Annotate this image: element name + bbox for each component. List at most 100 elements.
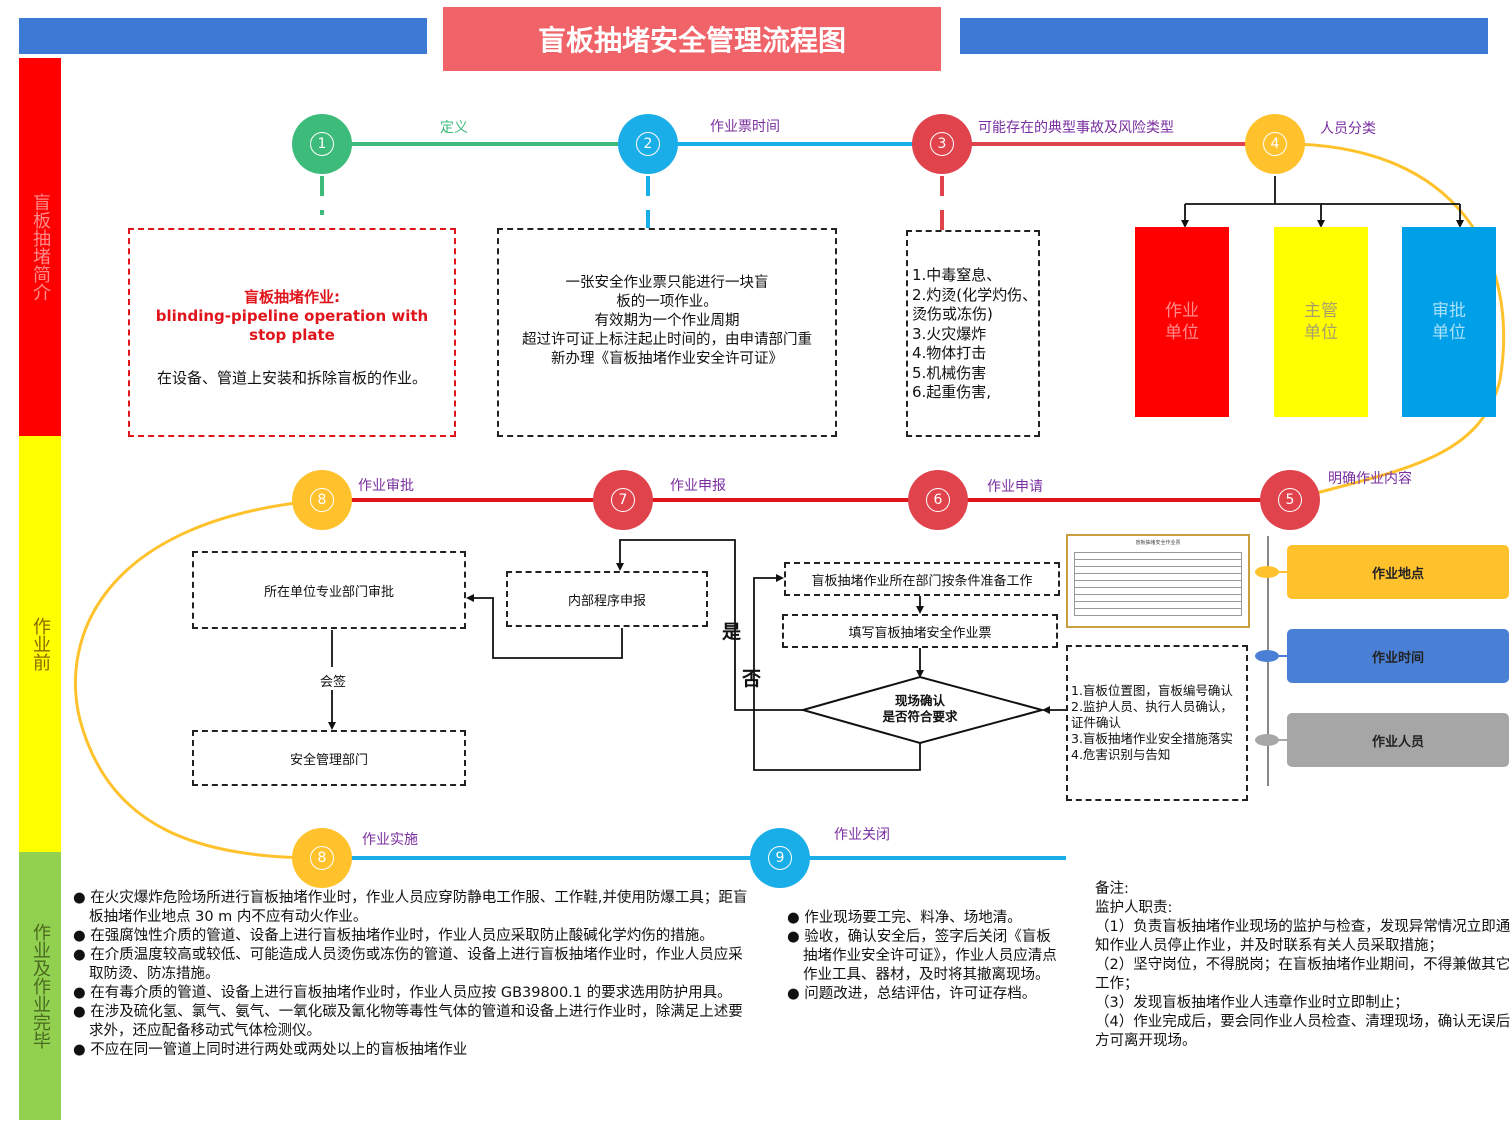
step-2-circle: 2: [618, 114, 678, 174]
checklist-item-1: 1.盲板位置图，盲板编号确认: [1071, 683, 1233, 698]
internal-declare-box: 内部程序申报: [506, 571, 708, 627]
step-9-circle: 9: [750, 828, 810, 888]
implementation-item: 在介质温度较高或较低、可能造成人员烫伤或冻伤的管道、设备上进行盲板抽堵作业时，作…: [73, 946, 753, 984]
implementation-item: 在涉及硫化氢、氯气、氨气、一氧化碳及氰化物等毒性气体的管道和设备上进行作业时，除…: [73, 1003, 753, 1041]
notes-block: 备注: 监护人职责: （1）负责盲板抽堵作业现场的监护与检查，发现异常情况立即通…: [1095, 880, 1512, 1051]
work-time-pill: 作业时间: [1287, 629, 1509, 683]
step-8-implement-circle: 8: [292, 828, 352, 888]
safety-dept-box: 安全管理部门: [192, 730, 466, 786]
implementation-item: 不应在同一管道上同时进行两处或两处以上的盲板抽堵作业: [73, 1041, 753, 1060]
header-bar-right: [960, 18, 1488, 54]
unit-approval-box: 所在单位专业部门审批: [192, 551, 466, 629]
step-2-number: 2: [636, 132, 660, 156]
step-5-number: 5: [1278, 488, 1302, 512]
notes-line-4: （4）作业完成后，要会同作业人员检查、清理现场，确认无误后方可离开现场。: [1095, 1014, 1511, 1049]
notes-line-1: （1）负责盲板抽堵作业现场的监护与检查，发现异常情况立即通知作业人员停止作业，并…: [1095, 919, 1511, 954]
permit-time-box: 一张安全作业票只能进行一块盲 板的一项作业。 有效期为一个作业周期 超过许可证上…: [497, 228, 837, 437]
risk-2-cont: 烫伤或冻伤): [912, 305, 993, 323]
page-title: 盲板抽堵安全管理流程图: [443, 7, 941, 71]
step-3-label: 可能存在的典型事故及风险类型: [978, 120, 1174, 136]
step-5-label: 明确作业内容: [1328, 471, 1412, 487]
prep-box: 盲板抽堵作业所在部门按条件准备工作: [784, 562, 1060, 596]
confirm-decision: 现场确认 是否符合要求: [840, 693, 1000, 725]
step-3-number: 3: [930, 132, 954, 156]
step-1-number: 1: [310, 132, 334, 156]
step-2-label: 作业票时间: [710, 119, 780, 135]
risk-4: 4.物体打击: [912, 344, 987, 362]
section-intro-label: 盲板抽堵简介: [30, 193, 51, 301]
section-before-work: 作业前: [19, 436, 61, 852]
definition-title-cn: 盲板抽堵作业:: [244, 288, 340, 306]
definition-box: 盲板抽堵作业: blinding-pipeline operation with…: [128, 228, 456, 437]
work-location-pill: 作业地点: [1287, 545, 1509, 599]
work-personnel-pill: 作业人员: [1287, 713, 1509, 767]
personnel-operating-unit: 作业 单位: [1135, 227, 1229, 417]
personnel-approving-unit: 审批 单位: [1402, 227, 1496, 417]
notes-subheading: 监护人职责:: [1095, 900, 1173, 916]
implementation-item: 在火灾爆炸危险场所进行盲板抽堵作业时，作业人员应穿防静电工作服、工作鞋,并使用防…: [73, 889, 753, 927]
step-1-circle: 1: [292, 114, 352, 174]
risks-box: 1.中毒窒息、 2.灼烫(化学灼伤、 烫伤或冻伤) 3.火灾爆炸 4.物体打击 …: [906, 230, 1040, 437]
personnel-supervising-unit: 主管 单位: [1274, 227, 1368, 417]
risk-2: 2.灼烫(化学灼伤、: [912, 285, 1038, 304]
implementation-item: 在有毒介质的管道、设备上进行盲板抽堵作业时，作业人员应按 GB39800.1 的…: [73, 984, 753, 1003]
definition-body: 在设备、管道上安装和拆除盲板的作业。: [156, 369, 427, 387]
step-1-label: 定义: [440, 120, 468, 136]
definition-title-en: blinding-pipeline operation with stop pl…: [155, 307, 429, 344]
notes-line-2: （2）坚守岗位，不得脱岗；在盲板抽堵作业期间，不得兼做其它工作；: [1095, 957, 1511, 992]
step-8-implement-number: 8: [310, 846, 334, 870]
checklist-item-2-cont: 证件确认: [1071, 715, 1122, 730]
risk-5: 5.机械伤害: [912, 363, 987, 382]
step-4-circle: 4: [1245, 114, 1305, 174]
closing-item: 问题改进，总结评估，许可证存档。: [787, 985, 1062, 1004]
checklist-box: 1.盲板位置图，盲板编号确认 2.监护人员、执行人员确认， 证件确认 3.盲板抽…: [1066, 645, 1248, 801]
section-intro: 盲板抽堵简介: [19, 58, 61, 436]
cosign-label: 会签: [320, 675, 347, 690]
permit-form-thumbnail: 盲板抽堵安全作业票: [1066, 534, 1250, 628]
step-6-circle: 6: [908, 470, 968, 530]
section-before-label: 作业前: [30, 617, 51, 671]
step-8-implement-label: 作业实施: [362, 832, 418, 848]
step-6-number: 6: [926, 488, 950, 512]
step-9-number: 9: [768, 846, 792, 870]
implementation-item: 在强腐蚀性介质的管道、设备上进行盲板抽堵作业时，作业人员应采取防止酸碱化学灼伤的…: [73, 927, 753, 946]
notes-line-3: （3）发现盲板抽堵作业人违章作业时立即制止；: [1095, 995, 1409, 1011]
section-during-work: 作业及作业完毕: [19, 852, 61, 1120]
header-bar-left: [19, 18, 427, 54]
confirm-line-1: 现场确认: [894, 693, 945, 708]
risk-3: 3.火灾爆炸: [912, 324, 987, 343]
step-4-number: 4: [1263, 132, 1287, 156]
permit-line-1: 一张安全作业票只能进行一块盲: [565, 275, 769, 291]
step-8-approval-label: 作业审批: [358, 478, 414, 494]
confirm-line-2: 是否符合要求: [882, 709, 958, 724]
step-4-label: 人员分类: [1320, 121, 1376, 137]
step-3-circle: 3: [912, 114, 972, 174]
notes-heading: 备注:: [1095, 881, 1129, 897]
risk-1: 1.中毒窒息、: [912, 266, 1002, 284]
permit-form-grid: [1074, 552, 1242, 616]
step-6-label: 作业申请: [987, 479, 1043, 495]
checklist-item-2: 2.监护人员、执行人员确认，: [1071, 699, 1233, 714]
permit-line-2: 板的一项作业。: [616, 294, 718, 310]
step-7-number: 7: [611, 488, 635, 512]
checklist-item-4: 4.危害识别与告知: [1071, 747, 1171, 762]
permit-line-5: 新办理《盲板抽堵作业安全许可证》: [551, 351, 783, 367]
closing-item: 作业现场要工完、料净、场地清。: [787, 909, 1062, 928]
closing-item: 验收，确认安全后，签字后关闭《盲板抽堵作业安全许可证》，作业人员应清点作业工具、…: [787, 928, 1062, 985]
step-5-circle: 5: [1260, 470, 1320, 530]
closing-list: 作业现场要工完、料净、场地清。 验收，确认安全后，签字后关闭《盲板抽堵作业安全许…: [787, 909, 1062, 1004]
implementation-list: 在火灾爆炸危险场所进行盲板抽堵作业时，作业人员应穿防静电工作服、工作鞋,并使用防…: [73, 889, 753, 1060]
fill-permit-box: 填写盲板抽堵安全作业票: [782, 614, 1058, 648]
step-7-circle: 7: [593, 470, 653, 530]
yes-label: 是: [722, 621, 742, 643]
permit-line-3: 有效期为一个作业周期: [594, 313, 740, 329]
permit-line-4: 超过许可证上标注起止时间的，由申请部门重: [522, 332, 812, 348]
step-8-approval-circle: 8: [292, 470, 352, 530]
no-label: 否: [742, 668, 762, 690]
step-8-approval-number: 8: [310, 488, 334, 512]
permit-form-title: 盲板抽堵安全作业票: [1135, 540, 1181, 546]
section-during-label: 作业及作业完毕: [30, 923, 51, 1049]
step-7-label: 作业申报: [670, 478, 726, 494]
permit-time-text: 一张安全作业票只能进行一块盲 板的一项作业。 有效期为一个作业周期 超过许可证上…: [499, 274, 835, 369]
